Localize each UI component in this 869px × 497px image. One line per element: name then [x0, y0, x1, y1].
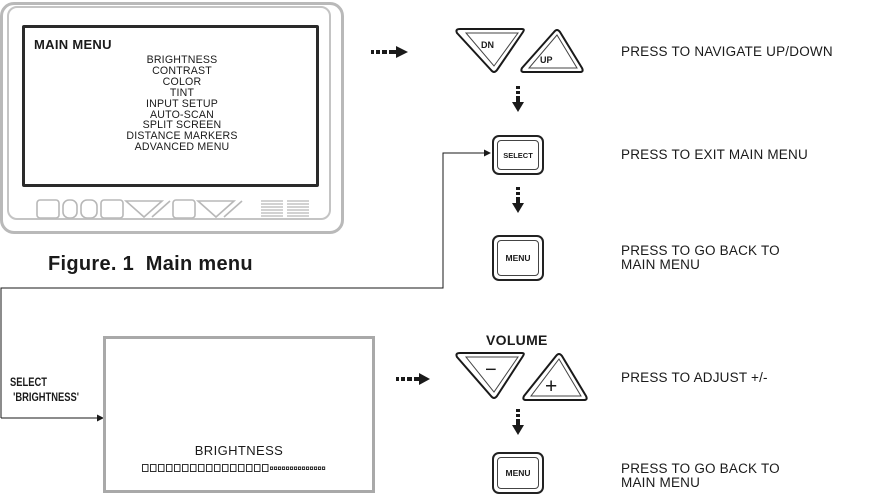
menu-item-tint: TINT — [169, 86, 195, 99]
brightness-level-bar — [142, 464, 326, 472]
brightness-segment-empty — [314, 466, 318, 470]
brightness-segment-filled — [174, 464, 181, 472]
brightness-segment-filled — [166, 464, 173, 472]
brightness-segment-filled — [238, 464, 245, 472]
plus-icon: + — [545, 375, 557, 398]
brightness-segment-empty — [294, 466, 298, 470]
main-menu-title: MAIN MENU — [34, 37, 112, 52]
select-button-label: SELECT — [497, 140, 539, 170]
arrow-down-icon — [512, 86, 524, 112]
dn-label: DN — [481, 40, 494, 50]
brightness-label: BRIGHTNESS — [194, 443, 284, 458]
brightness-segment-filled — [254, 464, 261, 472]
select-note-line1: SELECT — [10, 375, 47, 389]
desc-exit-menu: PRESS TO EXIT MAIN MENU — [621, 147, 808, 162]
bezel-down-icon — [195, 200, 237, 219]
brightness-segment-empty — [302, 466, 306, 470]
desc-back-menu-2-line1: PRESS TO GO BACK TO — [621, 461, 780, 476]
volume-down-button[interactable] — [455, 352, 525, 399]
select-brightness-note: SELECT 'BRIGHTNESS' — [10, 375, 79, 405]
brightness-segment-empty — [298, 466, 302, 470]
menu-item-color: COLOR — [162, 75, 202, 88]
select-note-line2: 'BRIGHTNESS' — [13, 390, 79, 404]
menu-item-distance-markers: DISTANCE MARKERS — [126, 130, 238, 143]
brightness-segment-filled — [222, 464, 229, 472]
brightness-segment-empty — [274, 466, 278, 470]
brightness-segment-filled — [198, 464, 205, 472]
arrow-right-icon — [371, 46, 408, 58]
brightness-segment-filled — [182, 464, 189, 472]
select-button[interactable]: SELECT — [492, 135, 544, 175]
select-connector-line — [0, 149, 491, 422]
brightness-segment-empty — [286, 466, 290, 470]
desc-back-menu-1: PRESS TO GO BACK TO MAIN MENU — [621, 244, 780, 272]
minus-icon: − — [485, 359, 497, 381]
brightness-segment-empty — [310, 466, 314, 470]
brightness-segment-empty — [270, 466, 274, 470]
monitor-screen — [22, 25, 319, 187]
menu-button-label: MENU — [497, 240, 539, 276]
desc-back-menu-1-line2: MAIN MENU — [621, 257, 701, 272]
brightness-segment-empty — [306, 466, 310, 470]
brightness-segment-filled — [246, 464, 253, 472]
desc-back-menu-2-line2: MAIN MENU — [621, 475, 701, 490]
main-menu-list: BRIGHTNESS CONTRAST COLOR TINT INPUT SET… — [70, 55, 294, 153]
bezel-button-icon — [80, 199, 98, 219]
menu-item-auto-scan: AUTO-SCAN — [150, 108, 214, 121]
brightness-segment-filled — [230, 464, 237, 472]
menu-button-bottom[interactable]: MENU — [492, 452, 544, 494]
menu-item-contrast: CONTRAST — [152, 64, 212, 77]
volume-up-button[interactable] — [522, 353, 588, 401]
volume-label: VOLUME — [486, 332, 548, 348]
brightness-segment-filled — [206, 464, 213, 472]
dn-button[interactable] — [455, 28, 525, 73]
menu-item-split-screen: SPLIT SCREEN — [142, 119, 222, 132]
menu-item-brightness: BRIGHTNESS — [146, 54, 218, 66]
desc-back-menu-2: PRESS TO GO BACK TO MAIN MENU — [621, 462, 780, 490]
brightness-segment-empty — [318, 466, 322, 470]
bezel-button-icon — [62, 199, 78, 219]
desc-adjust: PRESS TO ADJUST +/- — [621, 370, 768, 385]
brightness-segment-empty — [278, 466, 282, 470]
brightness-screen — [103, 336, 375, 493]
bezel-down-icon — [123, 200, 165, 219]
bezel-button-icon — [36, 199, 60, 219]
arrow-down-icon — [512, 409, 524, 435]
menu-button-bottom-label: MENU — [497, 457, 539, 489]
brightness-segment-filled — [190, 464, 197, 472]
arrow-right-icon — [396, 373, 430, 385]
brightness-segment-filled — [214, 464, 221, 472]
figure-caption: Figure. 1 Main menu — [48, 253, 253, 275]
menu-item-advanced-menu: ADVANCED MENU — [134, 141, 230, 154]
desc-navigate: PRESS TO NAVIGATE UP/DOWN — [621, 44, 833, 59]
brightness-segment-empty — [322, 466, 326, 470]
brightness-segment-filled — [262, 464, 269, 472]
desc-back-menu-1-line1: PRESS TO GO BACK TO — [621, 243, 780, 258]
menu-button[interactable]: MENU — [492, 235, 544, 281]
arrow-down-icon — [512, 187, 524, 213]
dn-up-buttons[interactable]: DN UP — [452, 26, 587, 76]
brightness-segment-empty — [290, 466, 294, 470]
menu-item-input-setup: INPUT SETUP — [145, 97, 219, 110]
monitor-bezel-buttons — [36, 199, 309, 219]
bezel-button-icon — [172, 199, 196, 219]
brightness-segment-empty — [282, 466, 286, 470]
brightness-segment-filled — [158, 464, 165, 472]
brightness-segment-filled — [150, 464, 157, 472]
monitor-bezel — [7, 6, 331, 220]
up-label: UP — [540, 55, 553, 65]
brightness-segment-filled — [142, 464, 149, 472]
volume-buttons[interactable]: − + — [452, 350, 592, 404]
up-button[interactable] — [520, 29, 584, 73]
bezel-button-icon — [100, 199, 124, 219]
